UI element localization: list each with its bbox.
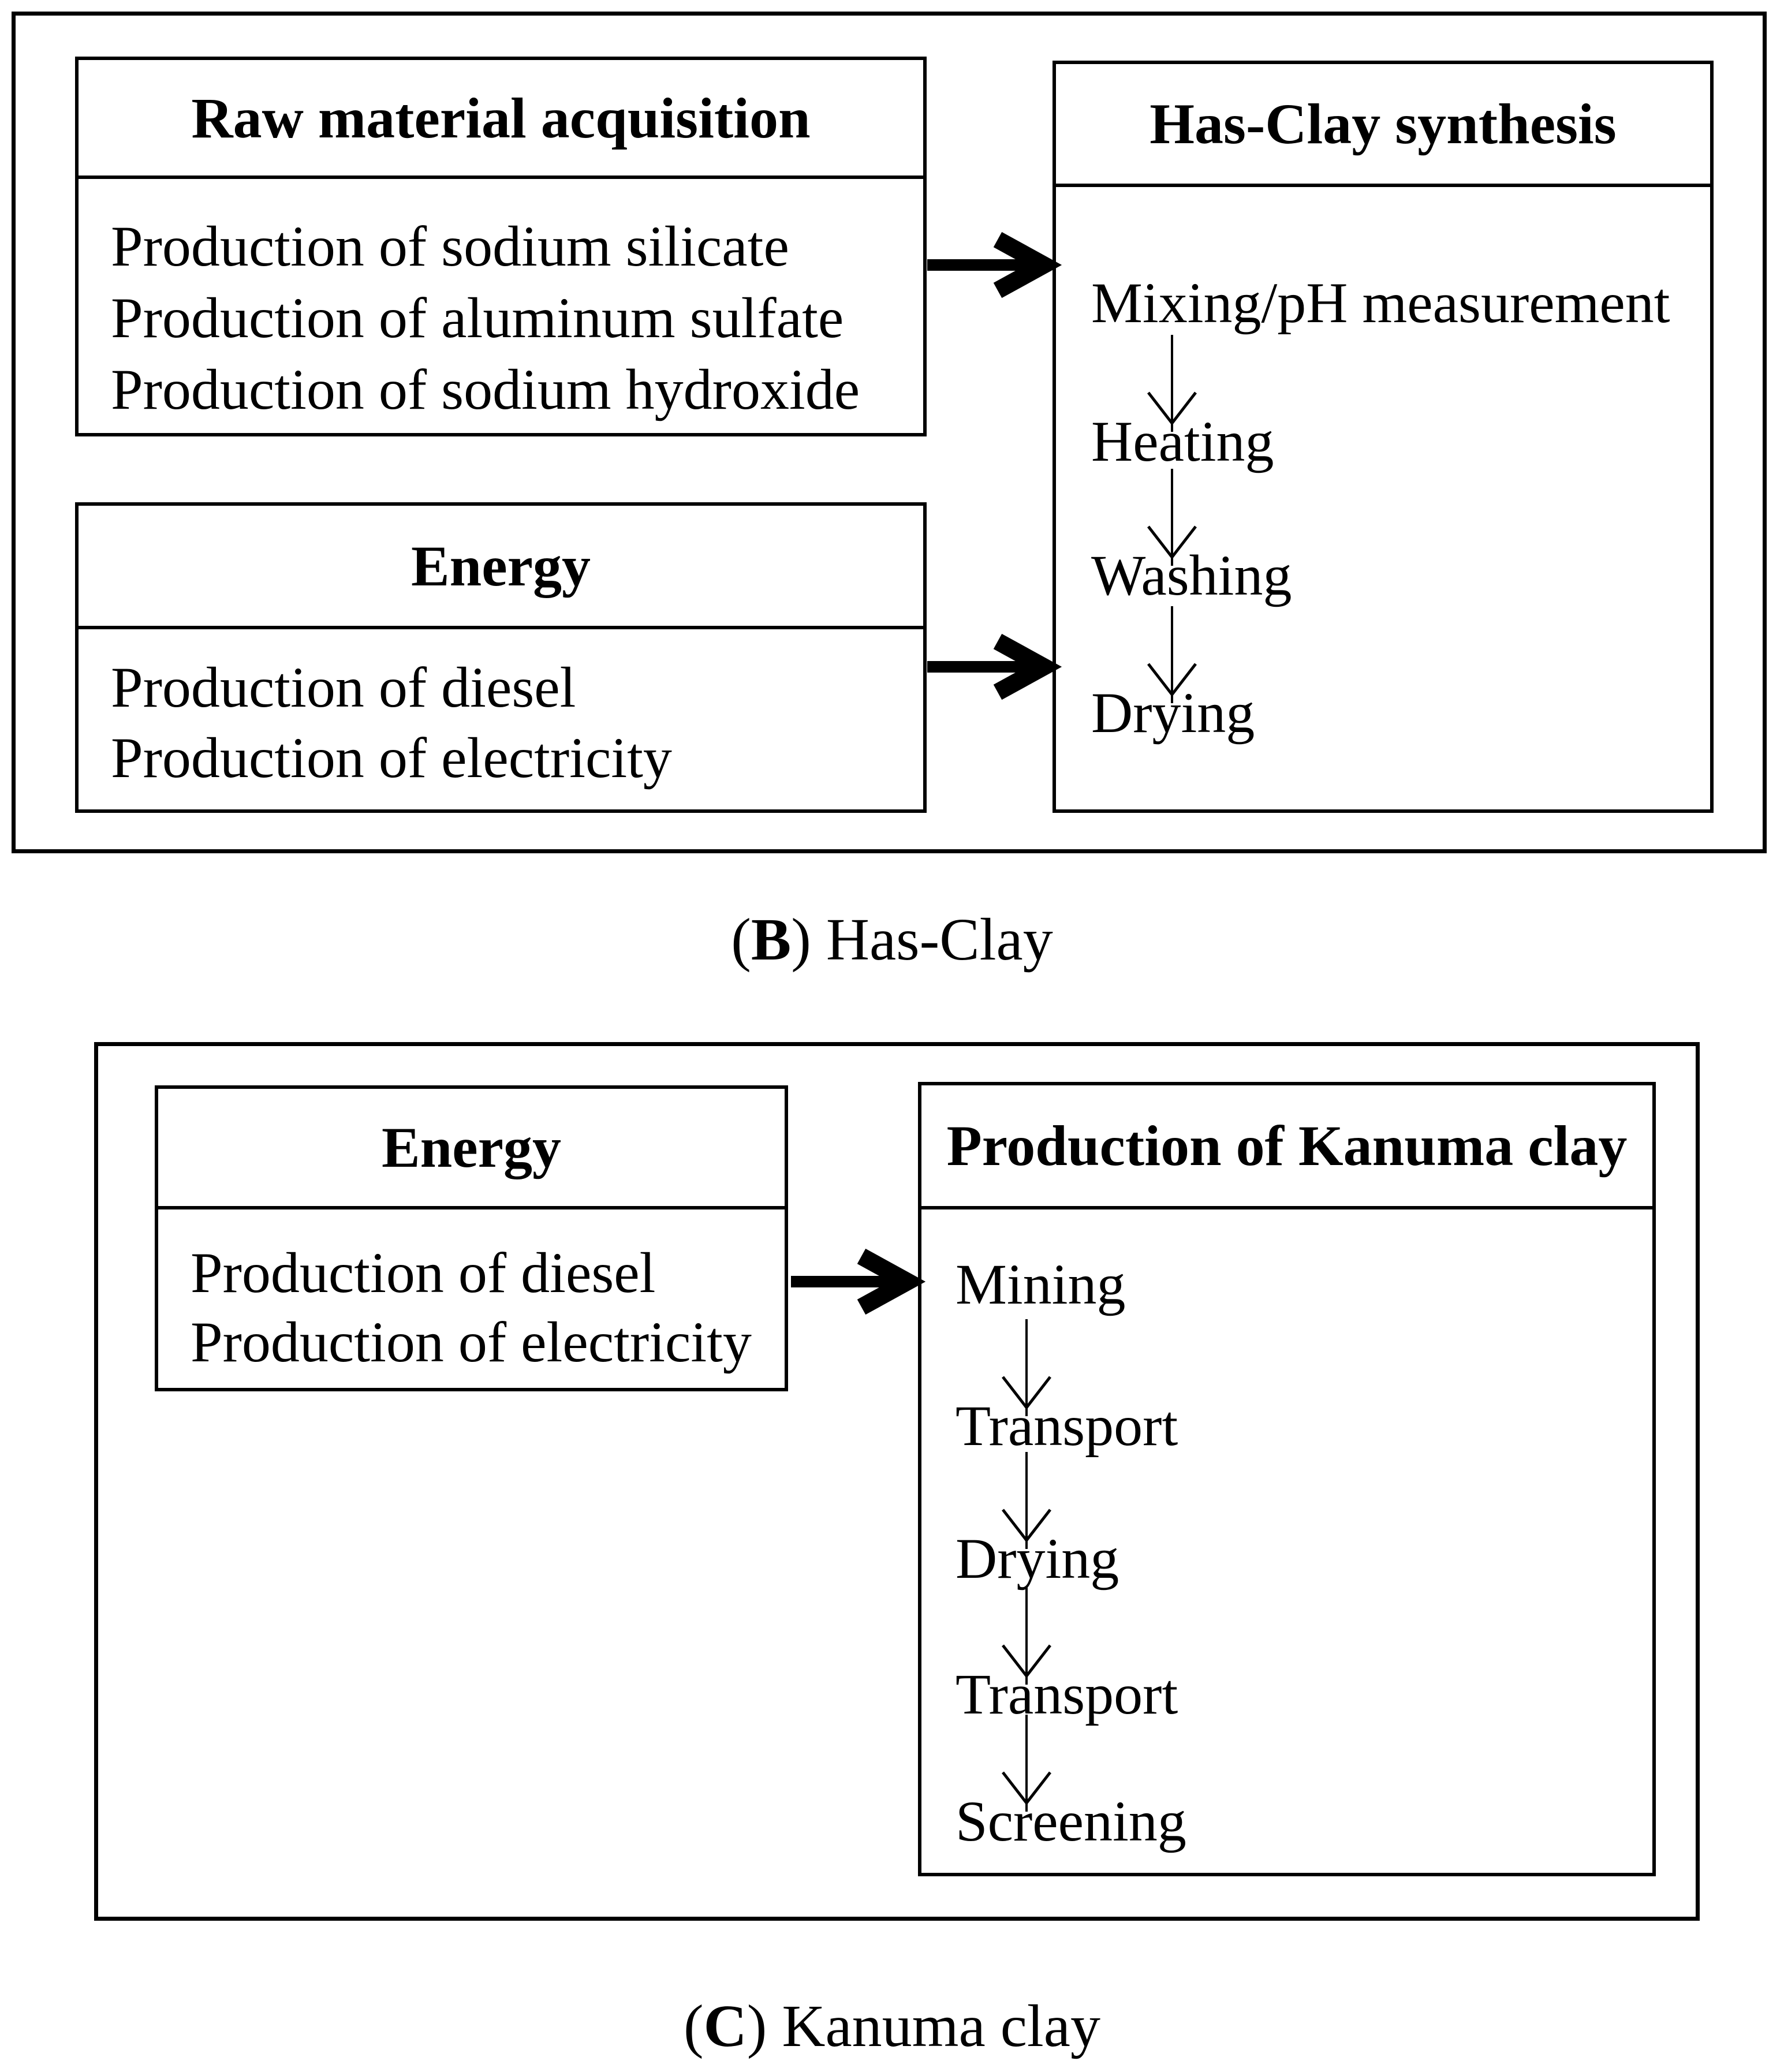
down-arrow-icon <box>1002 1588 1051 1685</box>
step-drying-c: Drying <box>956 1526 1119 1591</box>
energy-item: Production of electricity <box>191 1310 752 1374</box>
down-arrow-icon <box>1002 1715 1051 1812</box>
raw-material-title: Raw material acquisition <box>79 60 923 179</box>
step-transport-1: Transport <box>956 1394 1178 1458</box>
input-arrow-icon <box>927 232 1062 298</box>
kanuma-production-title: Production of Kanuma clay <box>921 1085 1652 1209</box>
input-arrow-icon <box>927 633 1062 700</box>
raw-material-box: Raw material acquisition Production of s… <box>75 57 927 436</box>
caption-c-letter: C <box>703 1993 747 2059</box>
step-screening: Screening <box>956 1789 1186 1853</box>
raw-material-item: Production of aluminum sulfate <box>111 286 844 350</box>
energy-title-b: Energy <box>79 506 923 629</box>
caption-c: (C) Kanuma clay <box>0 1987 1784 2066</box>
down-arrow-icon <box>1147 606 1197 703</box>
kanuma-clay-panel: Energy Production of diesel Production o… <box>94 1042 1700 1921</box>
energy-items-c: Production of diesel Production of elect… <box>158 1209 785 1377</box>
raw-material-item: Production of sodium hydroxide <box>111 357 860 421</box>
input-arrow-icon <box>791 1248 926 1315</box>
has-clay-panel: Raw material acquisition Production of s… <box>12 12 1767 853</box>
step-heating: Heating <box>1091 409 1274 473</box>
raw-material-items: Production of sodium silicate Production… <box>79 179 923 425</box>
caption-b-text: ) Has-Clay <box>791 906 1053 973</box>
down-arrow-icon <box>1147 335 1197 432</box>
step-transport-2: Transport <box>956 1662 1178 1726</box>
caption-c-open: ( <box>684 1993 704 2059</box>
caption-c-text: ) Kanuma clay <box>747 1993 1100 2059</box>
has-clay-synthesis-box: Has-Clay synthesis Mixing/pH measurement… <box>1053 61 1714 813</box>
energy-box-c: Energy Production of diesel Production o… <box>155 1085 788 1391</box>
down-arrow-icon <box>1147 469 1197 566</box>
energy-item: Production of diesel <box>191 1241 656 1305</box>
down-arrow-icon <box>1002 1319 1051 1416</box>
energy-item: Production of electricity <box>111 726 672 790</box>
energy-item: Production of diesel <box>111 655 576 719</box>
raw-material-item: Production of sodium silicate <box>111 214 789 278</box>
caption-b-letter: B <box>751 906 792 973</box>
kanuma-production-box: Production of Kanuma clay Mining Transpo… <box>918 1082 1656 1876</box>
caption-b-open: ( <box>731 906 751 973</box>
has-clay-synthesis-title: Has-Clay synthesis <box>1056 64 1710 187</box>
energy-box-b: Energy Production of diesel Production o… <box>75 502 927 813</box>
caption-b: (B) Has-Clay <box>0 901 1784 979</box>
step-mixing-ph: Mixing/pH measurement <box>1091 271 1670 335</box>
step-washing: Washing <box>1091 543 1292 607</box>
step-mining: Mining <box>956 1252 1126 1316</box>
down-arrow-icon <box>1002 1452 1051 1549</box>
energy-items-b: Production of diesel Production of elect… <box>79 629 923 793</box>
energy-title-c: Energy <box>158 1089 785 1209</box>
